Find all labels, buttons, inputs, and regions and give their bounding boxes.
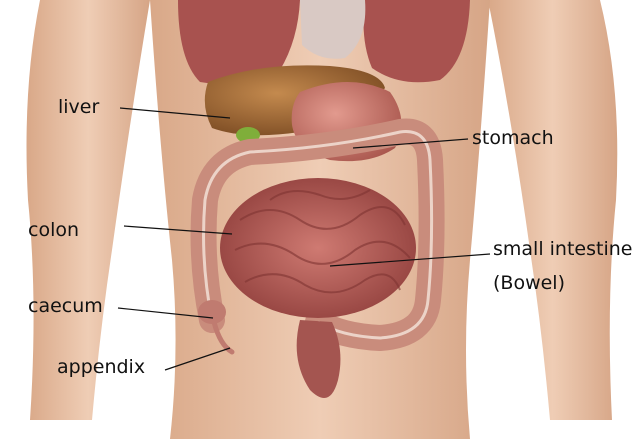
label-stomach: stomach: [472, 127, 554, 149]
label-appendix: appendix: [57, 356, 145, 378]
label-liver: liver: [58, 96, 99, 118]
label-caecum: caecum: [28, 295, 103, 317]
label-colon: colon: [28, 219, 79, 241]
small-intestine-organ: [220, 178, 416, 318]
caecum-organ: [198, 300, 226, 324]
label-bowel: (Bowel): [493, 272, 565, 294]
label-small-intestine: small intestine: [493, 238, 632, 260]
